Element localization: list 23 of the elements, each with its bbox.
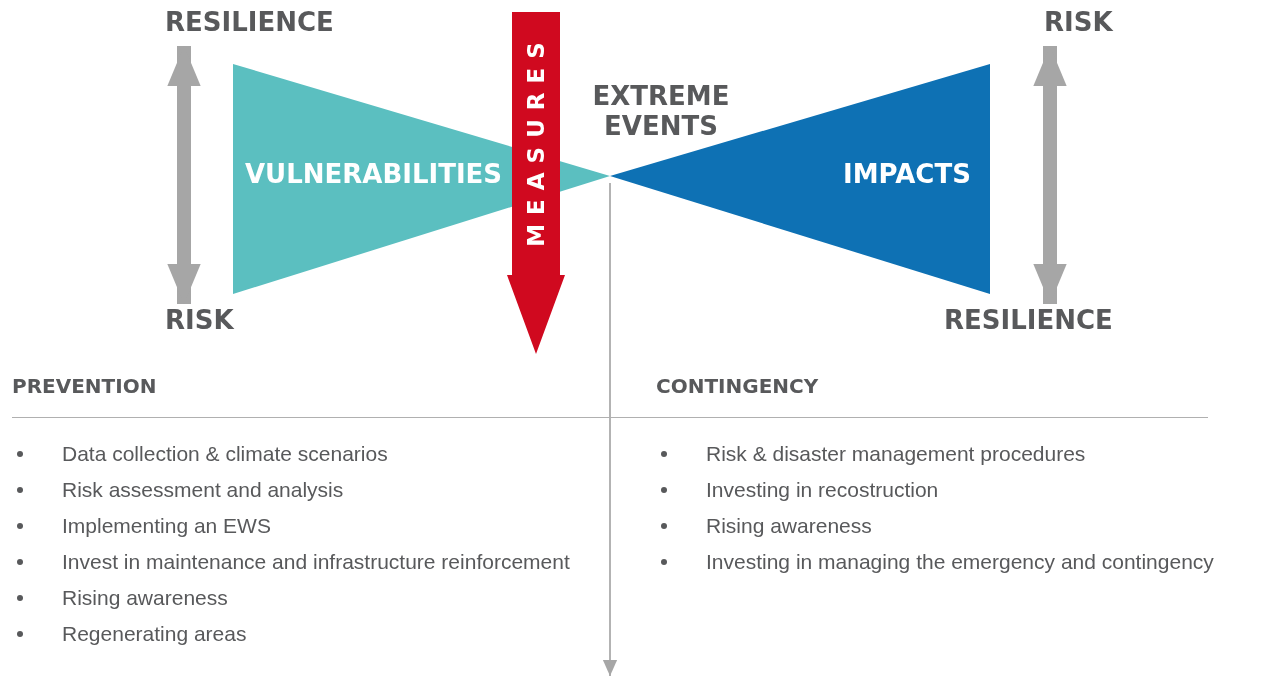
list-item: Regenerating areas xyxy=(62,621,248,647)
axis-label: RESILIENCE xyxy=(944,306,1114,336)
double-arrow xyxy=(1033,46,1067,304)
axis-label: RISK xyxy=(165,306,235,336)
double-arrow xyxy=(167,46,201,304)
axis-label: RESILIENCE xyxy=(165,8,335,38)
triangle-label: IMPACTS xyxy=(843,160,971,190)
axis-label: EXTREME EVENTS xyxy=(591,82,731,142)
section-heading: CONTINGENCY xyxy=(656,374,819,398)
list-item: Risk & disaster management procedures xyxy=(706,441,1087,467)
list-item: Invest in maintenance and infrastructure reinforcement xyxy=(62,549,571,575)
list-item: Investing in recostruction xyxy=(706,477,940,503)
measures-arrow xyxy=(505,12,567,354)
section-heading: PREVENTION xyxy=(12,374,157,398)
arrow-label: MEASURES xyxy=(523,33,549,247)
list-item: Rising awareness xyxy=(62,585,229,611)
list-item: Risk assessment and analysis xyxy=(62,477,345,503)
list-item: Investing in managing the emergency and contingency xyxy=(706,549,1215,575)
triangle-label: VULNERABILITIES xyxy=(245,160,503,190)
list-item: Implementing an EWS xyxy=(62,513,272,539)
list-item: Data collection & climate scenarios xyxy=(62,441,389,467)
axis-label: RISK xyxy=(1044,8,1114,38)
list-item: Rising awareness xyxy=(706,513,873,539)
